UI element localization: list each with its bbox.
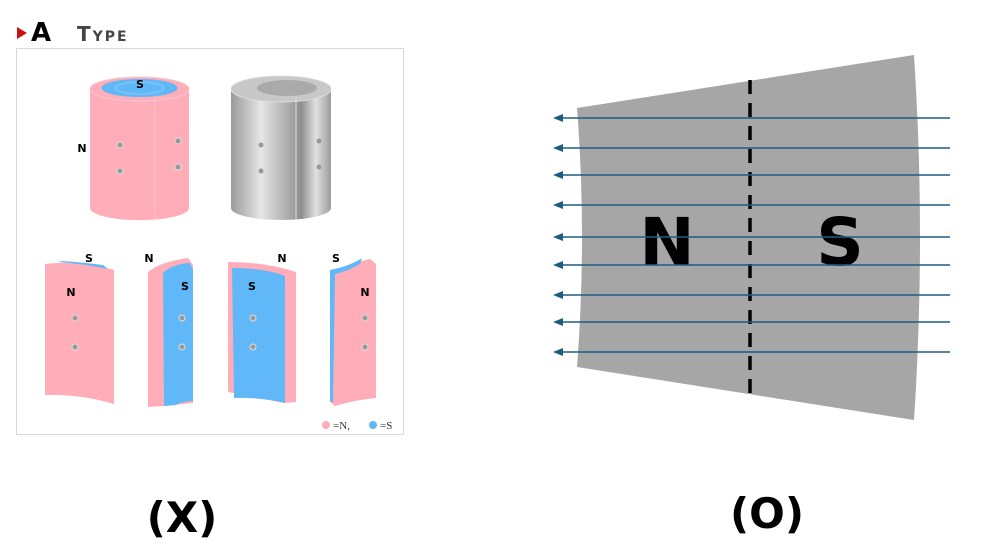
arrowhead-icon (553, 114, 563, 122)
north-label: N (639, 204, 694, 281)
south-label: S (816, 204, 864, 281)
arrowhead-icon (553, 201, 563, 209)
seg1-n-label: N (66, 286, 75, 299)
arc-segment-2: N S (144, 252, 193, 407)
seg3-n-label: N (277, 252, 286, 265)
heading-letter: A (31, 18, 51, 48)
arc-segment-1: S N (45, 252, 114, 404)
caption-x: (X) (147, 493, 218, 542)
arrowhead-icon (553, 318, 563, 326)
north-swatch (322, 421, 330, 429)
legend-n-label: =N, (333, 420, 350, 432)
cyl-s-label: S (136, 78, 144, 91)
seg2-n-label: N (144, 252, 153, 265)
legend-s-label: =S (380, 420, 392, 432)
arc-segment-3: N S (228, 252, 296, 403)
arrowhead-icon (553, 348, 563, 356)
heading-word: Type (77, 22, 129, 46)
cyl-n-label: N (77, 142, 86, 155)
arc-segment-4: S N (330, 252, 376, 406)
arrowhead-icon (553, 144, 563, 152)
ring-magnet-grey (230, 75, 332, 220)
caption-o: (O) (730, 489, 804, 538)
south-swatch (369, 421, 377, 429)
seg4-s-label: S (332, 252, 340, 265)
arrowhead-icon (553, 291, 563, 299)
ring-magnet-colored: S N (77, 76, 190, 221)
polarity-legend: =N, =S (322, 420, 392, 432)
arrowhead-icon (553, 261, 563, 269)
arrowhead-icon (553, 233, 563, 241)
magnet-segment-field-diagram: N S (553, 55, 950, 420)
seg2-s-label: S (181, 280, 189, 293)
seg1-s-label: S (85, 252, 93, 265)
arrowhead-icon (553, 171, 563, 179)
field-lines (553, 114, 950, 356)
seg4-n-label: N (360, 286, 369, 299)
type-heading: A Type (17, 18, 129, 48)
seg3-s-label: S (248, 280, 256, 293)
triangle-marker-icon (17, 27, 27, 39)
